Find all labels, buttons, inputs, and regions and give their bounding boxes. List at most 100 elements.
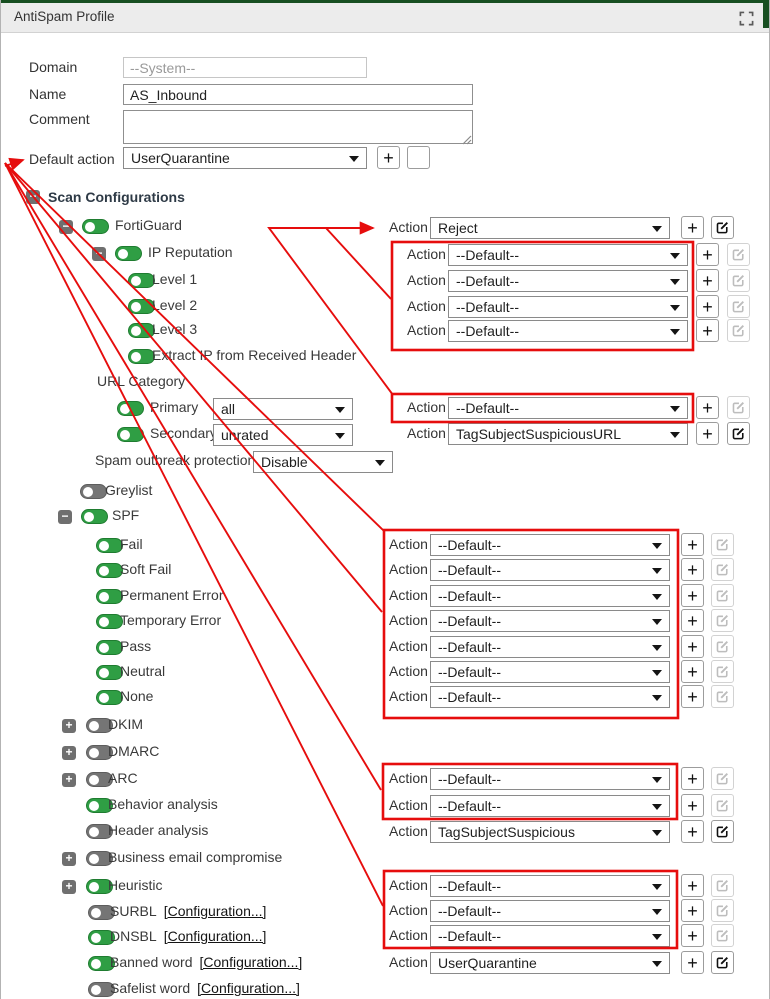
default-action-dropdown[interactable]: UserQuarantine [123,147,367,169]
action-dropdown-url-primary-value: --Default-- [456,400,520,416]
toggle-spf-neutral[interactable] [96,665,123,680]
domain-field[interactable] [123,57,367,78]
collapse-icon-spf[interactable]: − [58,510,72,524]
add-action-button-url-primary[interactable]: + [696,396,719,419]
add-action-button-surbl[interactable]: + [681,899,704,922]
action-dropdown-url-primary[interactable]: --Default-- [448,397,688,419]
toggle-ip-reputation[interactable] [115,246,142,261]
dropdown-spam-outbreak[interactable]: Disable [253,451,393,473]
edit-action-button-behavior-analysis [711,794,734,817]
action-dropdown-behavior-analysis[interactable]: --Default-- [430,795,670,817]
toggle-level-1[interactable] [128,273,155,288]
add-action-button-ip-reputation[interactable]: + [696,243,719,266]
edit-action-button-fortiguard[interactable] [711,216,734,239]
toggle-spf-permanent-error[interactable] [96,589,123,604]
action-dropdown-spf-temporary-error[interactable]: --Default-- [430,610,670,632]
fullscreen-icon[interactable] [739,11,754,26]
action-dropdown-spf-permanent-error[interactable]: --Default-- [430,585,670,607]
action-dropdown-level-1[interactable]: --Default-- [448,270,688,292]
add-action-button-header-analysis[interactable]: + [681,820,704,843]
add-action-button-spf-temporary-error[interactable]: + [681,609,704,632]
collapse-icon-ip-reputation[interactable]: − [92,247,106,261]
add-action-button-spf-fail[interactable]: + [681,533,704,556]
toggle-greylist[interactable] [80,484,107,499]
action-dropdown-spf-neutral[interactable]: --Default-- [430,661,670,683]
action-dropdown-spf-fail[interactable]: --Default-- [430,534,670,556]
add-action-button-banned-word[interactable]: + [681,951,704,974]
configuration-link-banned-word[interactable]: [Configuration...] [199,954,303,970]
add-default-action-button[interactable]: + [377,146,400,169]
edit-default-action-button[interactable] [407,146,430,169]
toggle-spf-soft-fail[interactable] [96,563,123,578]
action-dropdown-spf-none[interactable]: --Default-- [430,686,670,708]
add-action-button-fortiguard[interactable]: + [681,216,704,239]
add-action-button-spf-none[interactable]: + [681,685,704,708]
action-dropdown-level-3[interactable]: --Default-- [448,320,688,342]
name-field[interactable] [123,84,473,105]
toggle-dnsbl[interactable] [88,930,115,945]
expand-icon-heuristic[interactable]: + [62,880,76,894]
action-dropdown-spf-neutral-value: --Default-- [438,664,502,680]
add-action-button-level-1[interactable]: + [696,269,719,292]
add-action-button-level-2[interactable]: + [696,295,719,318]
toggle-spf-fail[interactable] [96,538,123,553]
action-dropdown-spf-pass[interactable]: --Default-- [430,636,670,658]
toggle-extract-ip[interactable] [128,349,155,364]
add-action-button-level-3[interactable]: + [696,319,719,342]
chevron-down-icon [670,329,680,335]
expand-icon-dmarc[interactable]: + [62,746,76,760]
collapse-icon-scan-configurations[interactable]: − [26,190,40,204]
toggle-level-3[interactable] [128,323,155,338]
edit-action-button-header-analysis[interactable] [711,820,734,843]
tree-label-header-analysis: Header analysis [108,822,209,838]
action-dropdown-surbl[interactable]: --Default-- [430,900,670,922]
toggle-level-2[interactable] [128,299,155,314]
action-dropdown-heuristic[interactable]: --Default-- [430,875,670,897]
add-action-button-dnsbl[interactable]: + [681,924,704,947]
action-dropdown-arc[interactable]: --Default-- [430,768,670,790]
action-label-spf-soft-fail: Action [389,561,428,577]
toggle-safelist-word[interactable] [88,982,115,997]
add-action-button-heuristic[interactable]: + [681,874,704,897]
toggle-spf-none[interactable] [96,690,123,705]
add-action-button-spf-pass[interactable]: + [681,635,704,658]
toggle-banned-word[interactable] [88,956,115,971]
configuration-link-safelist-word[interactable]: [Configuration...] [197,980,300,996]
dropdown-url-primary[interactable]: all [213,398,353,420]
action-dropdown-ip-reputation[interactable]: --Default-- [448,244,688,266]
action-dropdown-header-analysis[interactable]: TagSubjectSuspicious [430,821,670,843]
add-action-button-url-secondary[interactable]: + [696,422,719,445]
dropdown-url-secondary[interactable]: unrated [213,424,353,446]
action-dropdown-spf-soft-fail[interactable]: --Default-- [430,559,670,581]
tree-label-arc: ARC [108,770,138,786]
comment-field[interactable] [123,110,473,144]
configuration-link-dnsbl[interactable]: [Configuration...] [163,928,267,944]
add-action-button-spf-neutral[interactable]: + [681,660,704,683]
edit-action-button-url-secondary[interactable] [727,422,750,445]
expand-icon-business-email-compromise[interactable]: + [62,852,76,866]
add-action-button-spf-soft-fail[interactable]: + [681,558,704,581]
configuration-link-surbl[interactable]: [Configuration...] [163,903,267,919]
toggle-fortiguard[interactable] [82,219,109,234]
annotation-arrow-line [4,157,25,171]
collapse-icon-fortiguard[interactable]: − [59,220,73,234]
toggle-spf-pass[interactable] [96,640,123,655]
action-dropdown-level-2[interactable]: --Default-- [448,296,688,318]
tree-label-level-1: Level 1 [152,271,198,287]
toggle-spf-temporary-error[interactable] [96,614,123,629]
toggle-spf[interactable] [81,509,108,524]
action-dropdown-url-secondary[interactable]: TagSubjectSuspiciousURL [448,423,688,445]
action-dropdown-fortiguard[interactable]: Reject [430,217,670,239]
edit-action-button-banned-word[interactable] [711,951,734,974]
add-action-button-behavior-analysis[interactable]: + [681,794,704,817]
expand-icon-arc[interactable]: + [62,773,76,787]
add-action-button-spf-permanent-error[interactable]: + [681,584,704,607]
chevron-down-icon [652,543,662,549]
action-dropdown-banned-word[interactable]: UserQuarantine [430,952,670,974]
tree-row-spam-outbreak: Spam outbreak protection [95,452,255,468]
toggle-url-primary[interactable] [117,401,144,416]
toggle-url-secondary[interactable] [117,427,144,442]
add-action-button-arc[interactable]: + [681,767,704,790]
expand-icon-dkim[interactable]: + [62,719,76,733]
action-dropdown-dnsbl[interactable]: --Default-- [430,925,670,947]
